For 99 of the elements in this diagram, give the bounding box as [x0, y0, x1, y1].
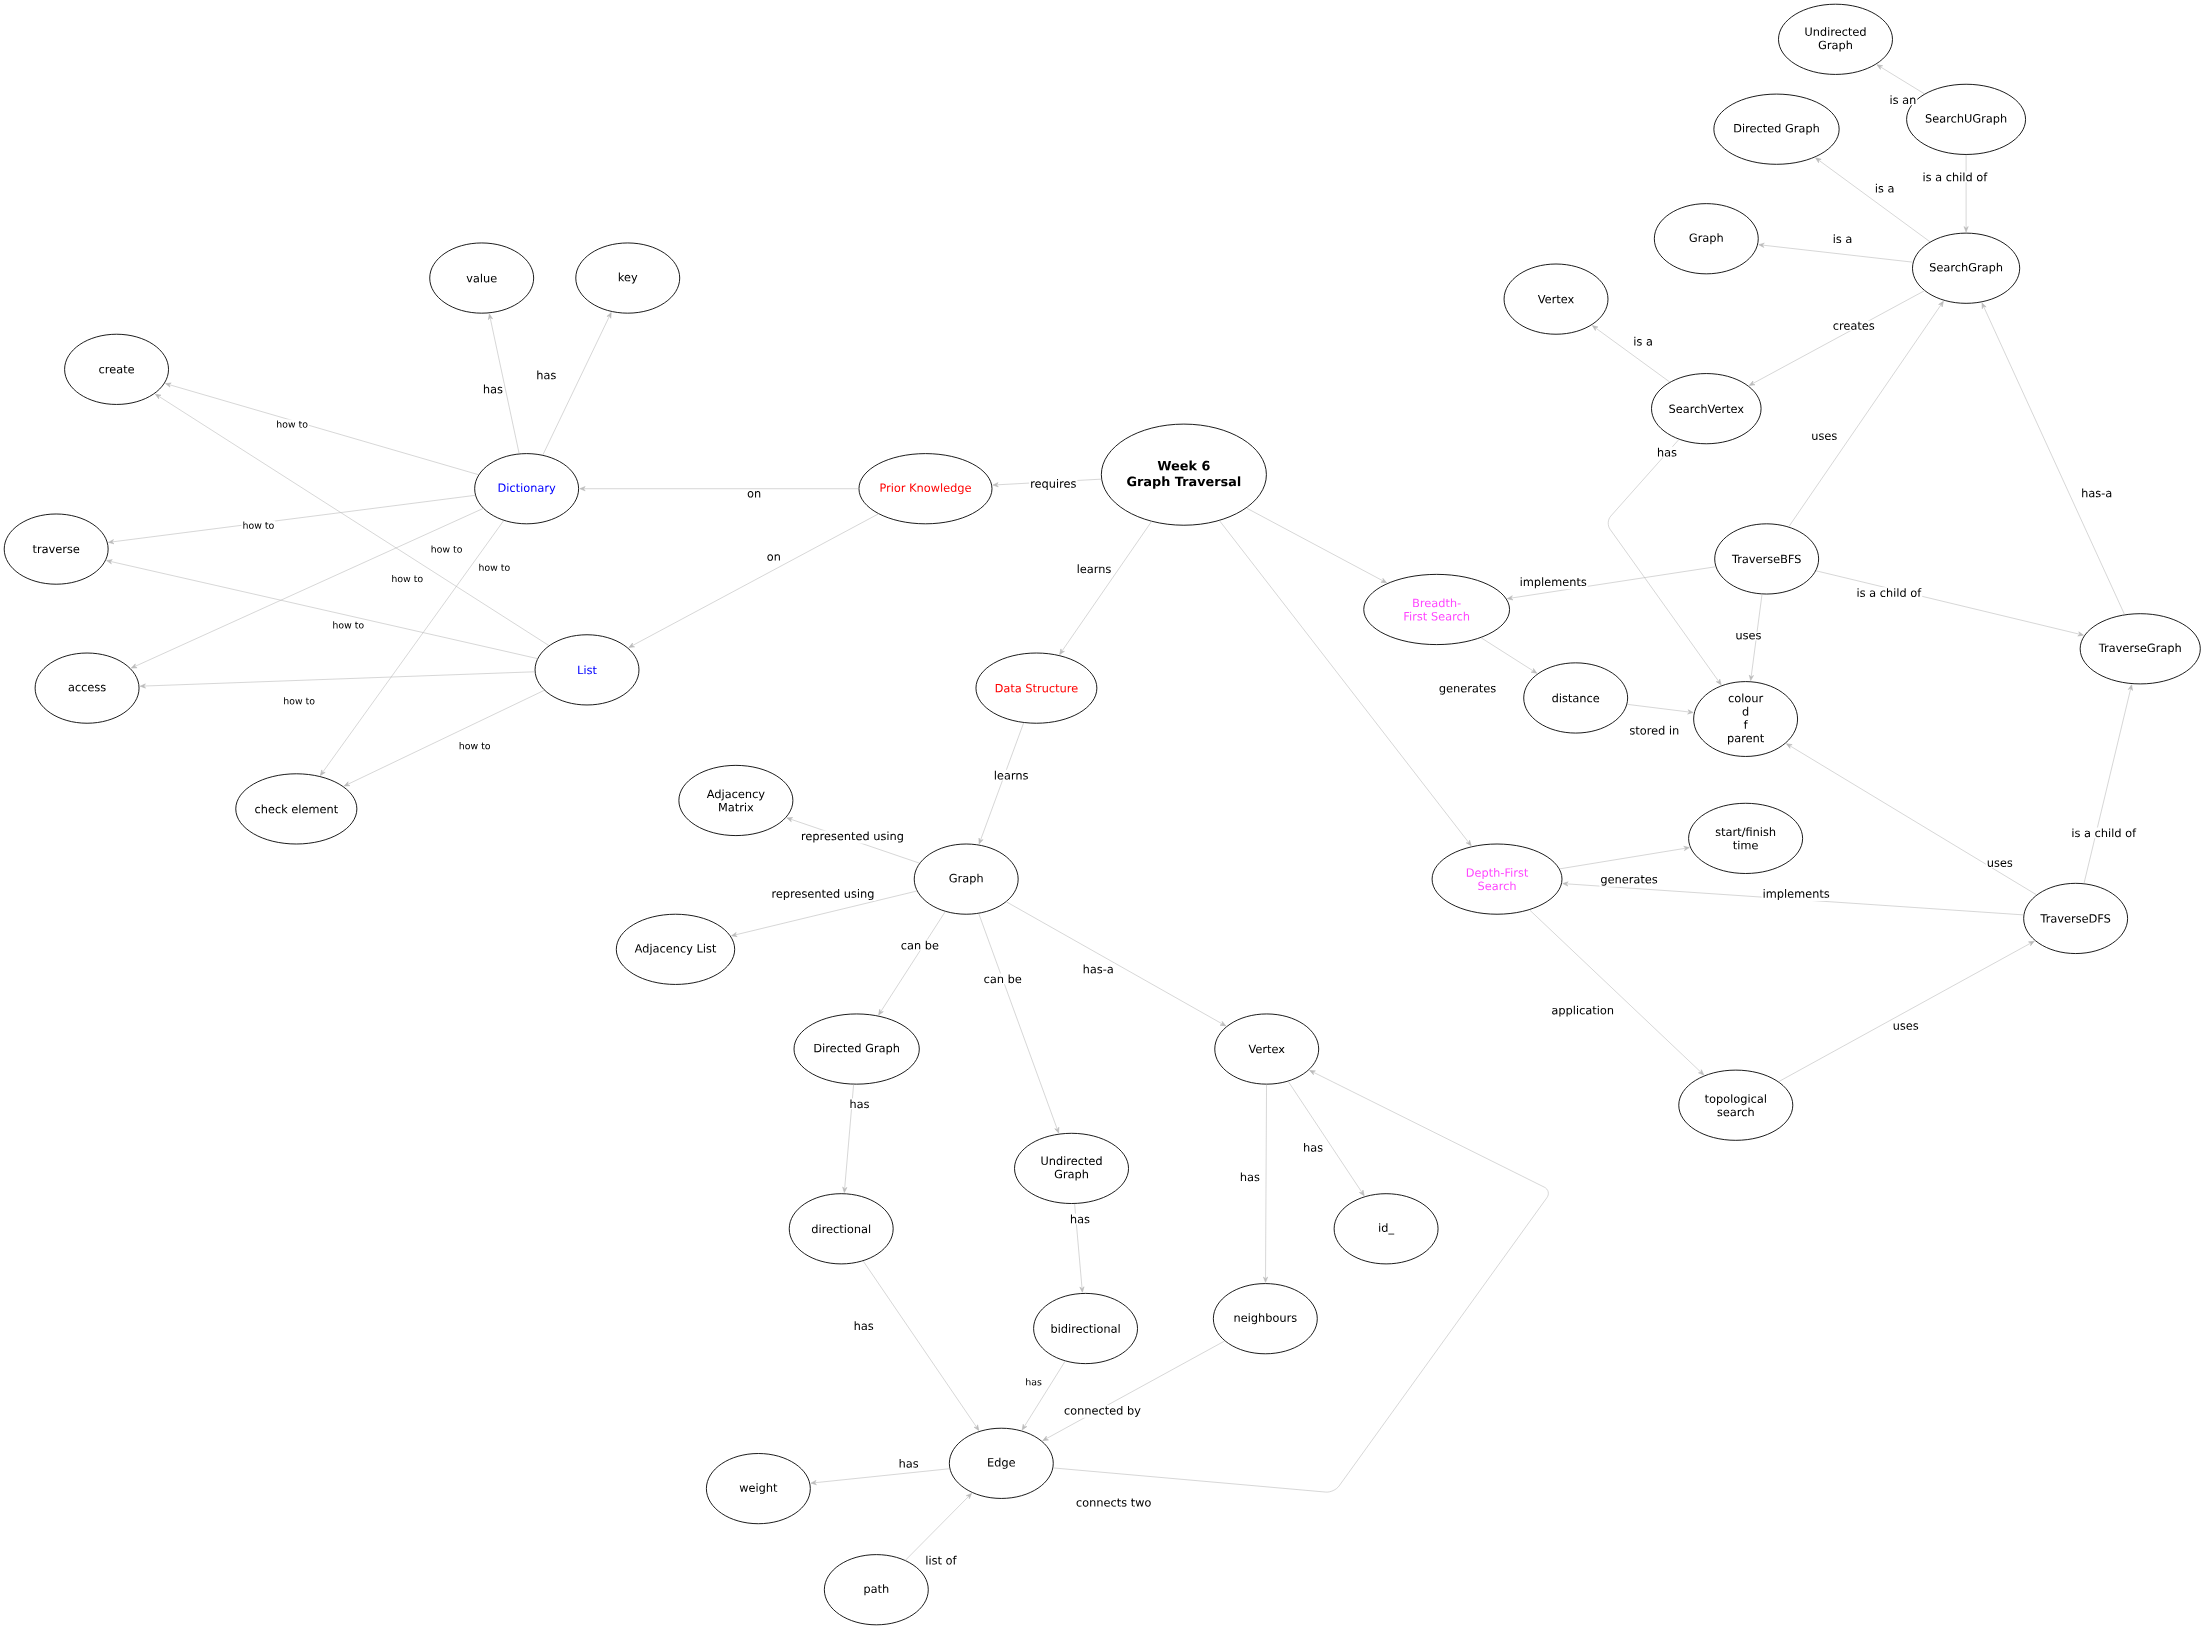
- edge-label: can be: [899, 939, 940, 951]
- arrow: [1592, 325, 1671, 383]
- arrow: [1287, 1081, 1365, 1197]
- arrow: [1559, 846, 1690, 870]
- arrow: [810, 1468, 950, 1486]
- arrow: [978, 722, 1024, 845]
- arrow: [542, 312, 612, 456]
- arrow: [1263, 1084, 1268, 1283]
- edge-label: how to: [331, 620, 366, 630]
- edge-label: has: [481, 383, 504, 395]
- arrow: [1815, 570, 2084, 637]
- arrow: [1981, 302, 2125, 615]
- edge-label: how to: [241, 520, 276, 530]
- edge-label: connects two: [1074, 1497, 1153, 1508]
- edge-label: implements: [1761, 888, 1831, 902]
- edge-label: learns: [992, 770, 1030, 781]
- arrow: [905, 1493, 972, 1561]
- edge-label: on: [765, 553, 782, 562]
- edge-label: connected by: [1062, 1405, 1142, 1418]
- arrow: [978, 913, 1060, 1134]
- edge-label: has: [1068, 1213, 1091, 1225]
- arrow: [155, 394, 550, 646]
- arrow: [1507, 566, 1716, 601]
- edge-label: represented using: [770, 888, 876, 902]
- edge-label: uses: [1810, 432, 1839, 442]
- arrow: [842, 1084, 854, 1193]
- arrow: [1778, 941, 2035, 1083]
- edge-label: has: [1024, 1377, 1043, 1387]
- arrow: [579, 486, 859, 492]
- arrow: [1876, 64, 1925, 95]
- arrow: [139, 671, 535, 689]
- edge-label: represented using: [799, 830, 905, 844]
- arrow: [1748, 594, 1763, 681]
- edge-label: can be: [982, 973, 1023, 985]
- edge-label: is a: [1873, 182, 1896, 194]
- arrow: [1059, 521, 1152, 655]
- edge-label: creates: [1831, 320, 1876, 332]
- edge-label: has: [1302, 1142, 1325, 1153]
- arrow: [1042, 1340, 1225, 1442]
- edge-label: is a child of: [1855, 587, 1923, 599]
- edge-label: how to: [429, 544, 464, 554]
- edge-label: stored in: [1628, 725, 1681, 736]
- arrow: [1052, 1070, 1549, 1493]
- edge-label: generates: [1599, 874, 1659, 887]
- arrow: [878, 911, 946, 1016]
- arrow: [1006, 901, 1227, 1027]
- edge-label: how to: [457, 741, 492, 751]
- arrow: [1562, 881, 2024, 916]
- arrow: [131, 508, 484, 669]
- arrow: [1246, 507, 1387, 584]
- arrow: [1788, 301, 1944, 528]
- arrow: [320, 520, 504, 776]
- edge-label: has-a: [1081, 963, 1115, 975]
- arrow: [862, 1260, 980, 1431]
- arrow: [628, 513, 879, 648]
- edge-label: on: [746, 490, 763, 499]
- edge-label: is a child of: [1921, 171, 1989, 183]
- edge-label: has: [535, 369, 558, 381]
- edge-label: is a: [1632, 336, 1654, 347]
- edge-label: requires: [1029, 478, 1078, 492]
- arrow: [488, 313, 520, 454]
- arrow: [106, 559, 538, 660]
- edge-label: uses: [1891, 1022, 1920, 1031]
- arrow: [1607, 439, 1722, 686]
- arrow: [343, 690, 545, 787]
- edge-label: is a: [1831, 233, 1854, 245]
- edge-label: is an: [1888, 94, 1918, 106]
- edge-label: how to: [282, 696, 316, 706]
- arrow: [108, 495, 476, 545]
- edge-label: has: [848, 1098, 871, 1110]
- arrow: [1963, 154, 1969, 233]
- arrow: [1074, 1203, 1085, 1293]
- edge-label: implements: [1518, 576, 1588, 590]
- edge-label: has: [897, 1458, 920, 1469]
- edge-label: has: [1655, 447, 1678, 458]
- arrow: [731, 890, 918, 938]
- edge-label: learns: [1075, 563, 1113, 575]
- arrow: [1021, 1361, 1066, 1431]
- edge-label: has: [852, 1320, 875, 1332]
- edge-label: has: [1238, 1171, 1261, 1183]
- edge-label: how to: [477, 562, 512, 573]
- arrow: [1786, 743, 2037, 896]
- edge-label: uses: [1985, 859, 2014, 869]
- edge-label: application: [1550, 1004, 1615, 1018]
- arrow: [1529, 909, 1705, 1076]
- arrow: [1480, 637, 1538, 674]
- edge-label: generates: [1437, 683, 1498, 696]
- arrow: [1815, 157, 1931, 243]
- arrow: [1219, 520, 1472, 847]
- arrow: [1758, 243, 1914, 263]
- arrow: [1749, 290, 1925, 386]
- arrow: [2083, 684, 2133, 884]
- arrow: [165, 382, 479, 476]
- edge-label: is a child of: [2070, 827, 2138, 839]
- edge-label: how to: [390, 574, 425, 584]
- edge-label: has-a: [2080, 487, 2114, 499]
- edge-label: uses: [1734, 632, 1763, 641]
- edge-label: how to: [275, 419, 309, 429]
- arrow: [1626, 704, 1694, 715]
